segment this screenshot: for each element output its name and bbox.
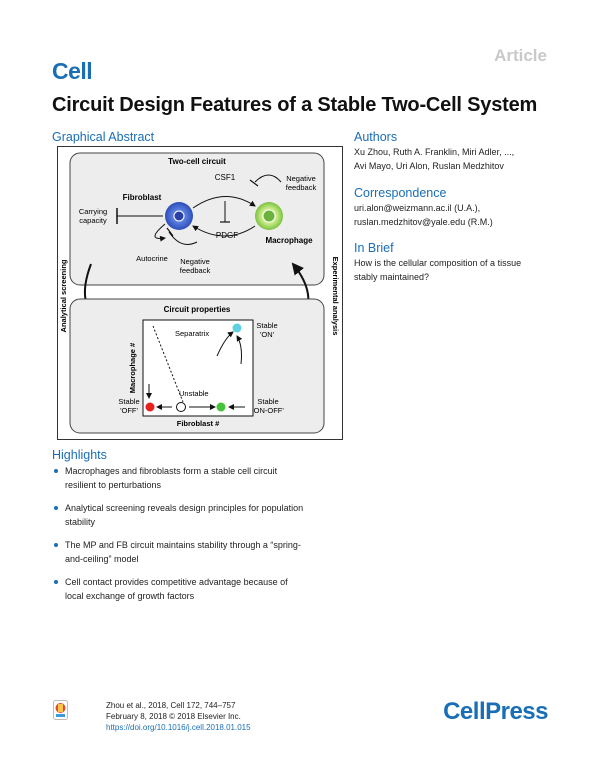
stable-on-label: Stable'ON' (256, 321, 277, 339)
csf1-label: CSF1 (215, 173, 236, 182)
correspondence-heading: Correspondence (354, 186, 447, 200)
experimental-analysis-label: Experimental analysis (331, 257, 340, 336)
stable-on-off-label: Stable'ON-OFF' (252, 397, 284, 415)
in-brief-heading: In Brief (354, 241, 394, 255)
correspondence-emails[interactable]: uri.alon@weizmann.ac.il (U.A.), ruslan.m… (354, 202, 554, 229)
highlight-line: Cell contact provides competitive advant… (65, 577, 288, 587)
highlight-line: Analytical screening reveals design prin… (65, 503, 304, 513)
csf1-arrow (192, 196, 256, 209)
flow-arrow-on-1 (216, 331, 234, 357)
y-axis-label: Macrophage # (128, 342, 137, 393)
autocrine-arrow (154, 223, 166, 242)
stable-on-off-point (216, 402, 226, 412)
phase-plot (142, 319, 254, 417)
highlight-item: Analytical screening reveals design prin… (52, 502, 352, 529)
highlight-item: Cell contact provides competitive advant… (52, 576, 352, 603)
highlight-line: stability (65, 516, 96, 527)
highlight-item: The MP and FB circuit maintains stabilit… (52, 539, 352, 566)
macrophage-feedback-bar (249, 179, 259, 187)
pdgf-arrow (192, 225, 256, 237)
autocrine-label: Autocrine (136, 254, 168, 263)
graphical-abstract-frame (57, 146, 343, 440)
analytical-screening-label: Analytical screening (59, 259, 68, 332)
graphical-abstract-figure: Two-cell circuit Fibroblast Macrophage C… (59, 152, 340, 434)
in-brief-line-1: How is the cellular composition of a tis… (354, 258, 522, 268)
authors-line-1: Xu Zhou, Ruth A. Franklin, Miri Adler, .… (354, 147, 515, 157)
flow-arrow-on-2 (236, 335, 243, 365)
properties-panel-title: Circuit properties (164, 305, 231, 314)
doi-link[interactable]: https://doi.org/10.1016/j.cell.2018.01.0… (106, 723, 251, 732)
highlight-line: local exchange of growth factors (65, 590, 195, 601)
macrophage-feedback-arc (254, 174, 282, 183)
highlights-heading: Highlights (52, 448, 107, 462)
fibroblast-feedback-arc (168, 231, 198, 245)
separatrix-label: Separatrix (175, 329, 209, 338)
article-label: Article (494, 46, 547, 65)
cellpress-logo: CellPress (443, 698, 548, 725)
stable-off-point (145, 402, 155, 412)
highlight-line: and-ceiling” model (65, 553, 139, 564)
circuit-panel-title: Two-cell circuit (168, 157, 226, 166)
unstable-point (176, 402, 186, 412)
x-axis-label: Fibroblast # (177, 419, 220, 428)
authors-list: Xu Zhou, Ruth A. Franklin, Miri Adler, .… (354, 146, 554, 173)
fibroblast-feedback-bar (166, 227, 174, 237)
fibroblast-label: Fibroblast (123, 193, 162, 202)
correspondence-line-1[interactable]: uri.alon@weizmann.ac.il (U.A.), (354, 203, 481, 213)
pdgf-label: PDGF (216, 231, 238, 240)
paper-title: Circuit Design Features of a Stable Two-… (52, 94, 538, 116)
citation: Zhou et al., 2018, Cell 172, 744–757 (106, 701, 236, 710)
highlight-item: Macrophages and fibroblasts form a stabl… (52, 465, 352, 492)
graphical-abstract-heading: Graphical Abstract (52, 130, 155, 144)
in-brief-line-2: stably maintained? (354, 271, 430, 282)
highlight-line: resilient to perturbations (65, 479, 162, 490)
highlight-line: The MP and FB circuit maintains stabilit… (65, 540, 301, 550)
separatrix-line (152, 325, 184, 403)
macrophage-nucleus (262, 209, 276, 223)
unstable-label: Unstable (179, 389, 209, 398)
highlight-line: Macrophages and fibroblasts form a stabl… (65, 466, 278, 476)
highlights-list: Macrophages and fibroblasts form a stabl… (52, 465, 352, 613)
journal-logo: Cell (52, 58, 93, 84)
macrophage-label: Macrophage (265, 236, 313, 245)
circuit-panel (69, 152, 325, 286)
fibroblast-nucleus (173, 210, 185, 222)
stable-on-point (232, 323, 242, 333)
authors-heading: Authors (354, 130, 398, 144)
correspondence-line-2[interactable]: ruslan.medzhitov@yale.edu (R.M.) (354, 216, 493, 227)
crossmark-icon[interactable] (53, 700, 68, 720)
authors-line-2: Avi Mayo, Uri Alon, Ruslan Medzhitov (354, 160, 504, 171)
in-brief-text: How is the cellular composition of a tis… (354, 257, 554, 284)
stable-off-label: Stable'OFF' (118, 397, 139, 415)
publication-date: February 8, 2018 © 2018 Elsevier Inc. (106, 712, 241, 721)
